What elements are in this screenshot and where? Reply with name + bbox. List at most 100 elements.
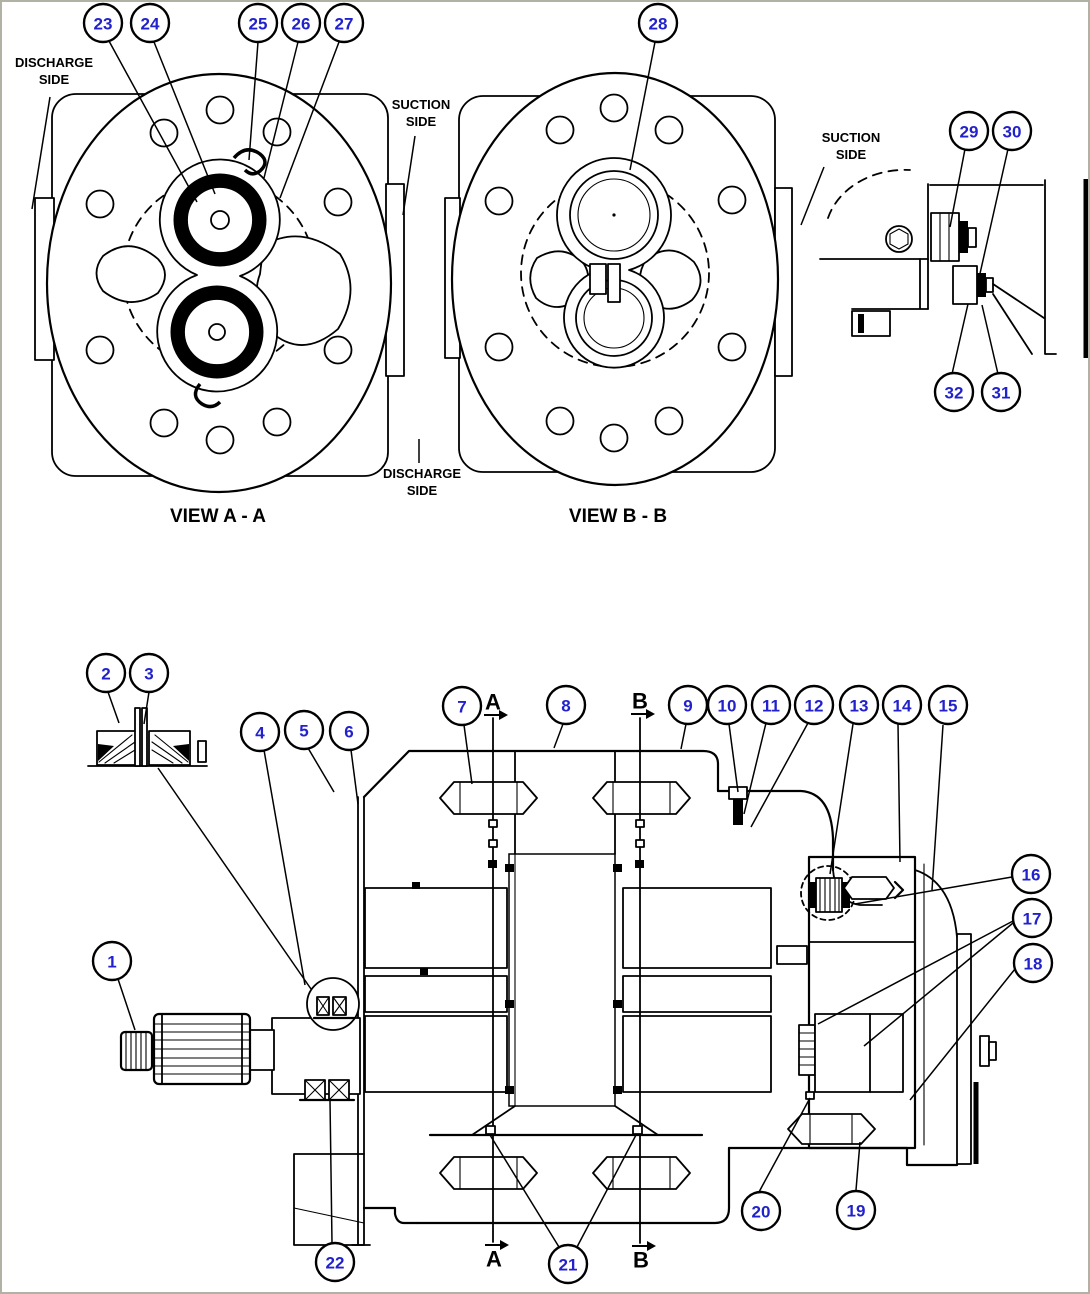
balloon-20[interactable]: 20: [740, 1097, 811, 1232]
balloon-circle: [237, 2, 279, 44]
balloon-10[interactable]: 10: [706, 684, 748, 793]
balloon-leader: [153, 41, 216, 195]
section-arrow-icon: [647, 1241, 656, 1251]
balloon-circle: [835, 1189, 877, 1231]
balloon-number: 7: [457, 698, 466, 717]
section-letter: B: [632, 689, 648, 714]
balloon-1[interactable]: 1: [91, 940, 136, 1031]
balloon-leader: [854, 876, 1013, 905]
balloon-number: 26: [292, 15, 311, 34]
balloon-leader: [350, 749, 359, 805]
balloon-circle: [545, 684, 587, 726]
balloon-leader: [931, 724, 944, 891]
section-arrow-icon: [646, 709, 655, 719]
balloon-circle: [1011, 897, 1053, 939]
balloon-leader: [978, 148, 1009, 279]
balloon-28[interactable]: 28: [629, 2, 679, 171]
balloon-circle: [948, 110, 990, 152]
balloon-9[interactable]: 9: [667, 684, 709, 750]
balloon-circle: [637, 2, 679, 44]
balloon-17[interactable]: 17: [817, 897, 1053, 1047]
balloon-circle: [547, 1243, 589, 1285]
balloon-leader: [143, 691, 150, 725]
balloon-22[interactable]: 22: [314, 1099, 356, 1283]
balloon-4[interactable]: 4: [239, 711, 306, 986]
label-discharge-side-left: DISCHARGE SIDE: [14, 55, 94, 87]
balloon-number: 17: [1023, 910, 1042, 929]
balloon-31[interactable]: 31: [980, 304, 1022, 413]
balloon-leader: [279, 41, 340, 199]
balloon-11[interactable]: 11: [743, 684, 792, 815]
balloon-number: 12: [805, 697, 824, 716]
balloon-circle: [991, 110, 1033, 152]
label-leaders: [31, 96, 825, 463]
balloon-circle: [927, 684, 969, 726]
balloon-24[interactable]: 24: [129, 2, 216, 195]
balloon-16[interactable]: 16: [854, 853, 1052, 905]
balloon-circle: [750, 684, 792, 726]
balloon-leader: [263, 749, 306, 986]
balloon-27[interactable]: 27: [279, 2, 365, 199]
balloon-number: 20: [752, 1203, 771, 1222]
balloon-leader: [248, 41, 259, 161]
balloon-13[interactable]: 13: [829, 684, 880, 875]
balloon-19[interactable]: 19: [835, 1141, 877, 1231]
balloon-leader: [329, 1099, 333, 1244]
section-marker-b: B: [632, 1241, 656, 1273]
pump-side-view: [119, 717, 997, 1246]
label-suction-side-right: SUCTION SIDE: [821, 130, 881, 162]
balloon-14[interactable]: 14: [881, 684, 923, 863]
balloon-number: 9: [683, 697, 692, 716]
balloon-leader: [728, 723, 739, 793]
balloon-circle: [441, 685, 483, 727]
balloon-12[interactable]: 12: [750, 684, 835, 828]
balloon-leader: [949, 148, 966, 228]
balloon-6[interactable]: 6: [328, 710, 370, 805]
balloon-number: 14: [893, 697, 912, 716]
balloon-leader: [909, 968, 1016, 1101]
balloon-circle: [280, 2, 322, 44]
balloon-leader: [108, 40, 198, 203]
balloon-circle: [881, 684, 923, 726]
balloon-23[interactable]: 23: [82, 2, 198, 203]
balloon-number: 10: [718, 697, 737, 716]
balloon-number: 13: [850, 697, 869, 716]
balloon-number: 11: [762, 697, 780, 716]
balloon-8[interactable]: 8: [545, 684, 587, 749]
balloon-leader: [629, 41, 656, 171]
balloon-circle: [793, 684, 835, 726]
section-arrow-icon: [499, 710, 508, 720]
balloon-leader: [897, 723, 901, 863]
balloon-21[interactable]: 21: [489, 1134, 637, 1285]
balloon-25[interactable]: 25: [237, 2, 279, 161]
balloon-number: 2: [101, 665, 110, 684]
balloon-3[interactable]: 3: [128, 652, 170, 725]
balloon-2[interactable]: 2: [85, 652, 127, 724]
balloon-26[interactable]: 26: [263, 2, 322, 179]
balloon-circle: [239, 711, 281, 753]
balloon-number: 18: [1024, 955, 1043, 974]
balloon-number: 28: [649, 15, 668, 34]
balloon-leader: [750, 722, 809, 828]
balloon-number: 30: [1003, 123, 1022, 142]
balloon-7[interactable]: 7: [441, 685, 483, 785]
section-letter: A: [486, 1247, 502, 1272]
balloon-32[interactable]: 32: [933, 303, 975, 413]
balloon-circle: [128, 652, 170, 694]
section-arrow-icon: [500, 1240, 509, 1250]
balloon-number: 25: [249, 15, 268, 34]
label-discharge-side-middle: DISCHARGE SIDE: [382, 466, 462, 498]
balloon-30[interactable]: 30: [978, 110, 1033, 279]
balloon-15[interactable]: 15: [927, 684, 969, 891]
balloon-leader: [576, 1134, 637, 1248]
balloon-leader: [463, 724, 473, 785]
balloon-number: 1: [107, 953, 116, 972]
section-letter: A: [485, 690, 501, 715]
balloon-leader: [680, 723, 687, 750]
balloon-5[interactable]: 5: [283, 709, 335, 793]
balloon-number: 24: [141, 15, 160, 34]
balloon-18[interactable]: 18: [909, 942, 1054, 1101]
balloon-29[interactable]: 29: [948, 110, 990, 228]
